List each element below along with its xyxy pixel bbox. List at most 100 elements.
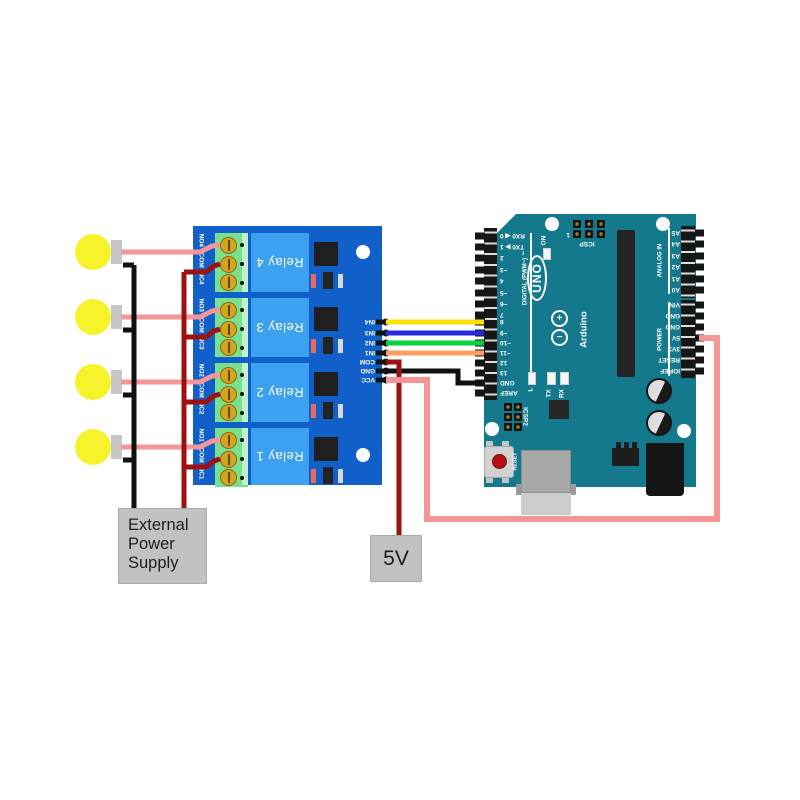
terminal-block-2-edge (242, 363, 248, 422)
relay-4-coil (314, 242, 338, 266)
pin-label-d10: ~10 (500, 339, 512, 346)
pin-label-gnd1: GND (665, 312, 680, 319)
icsp-pin (585, 220, 593, 228)
pin-label-ioref: IOREF (660, 367, 680, 374)
relay-4-part-gray (338, 274, 343, 288)
screw-nc2 (220, 404, 237, 421)
screw-no4 (220, 237, 237, 254)
led-4-base (111, 435, 122, 459)
relay-1-label: Relay 1 (256, 449, 304, 464)
arduino-brand: Arduino (578, 311, 590, 348)
screw-com1 (220, 451, 237, 468)
relay-2-part-black (323, 402, 333, 419)
digital-silk-line (530, 233, 532, 380)
logo-minus: − (556, 331, 563, 343)
l-led-label: L (527, 387, 535, 392)
relay-pin-label-vcc: VCC (361, 376, 375, 383)
terminal-label: NC3 (197, 336, 205, 350)
arduino-logo-minus-circle: − (551, 329, 568, 346)
arduino-right-pins (695, 229, 704, 375)
on-led (543, 248, 551, 260)
relay-4-part-black (323, 272, 333, 289)
icsp2-pin (504, 413, 512, 421)
led-4 (75, 429, 111, 465)
screw-no3 (220, 302, 237, 319)
relay-2-part-red (311, 404, 316, 418)
dot (240, 327, 244, 331)
pin-label-a0: A0 (671, 286, 680, 293)
relay-3-coil (314, 307, 338, 331)
external-power-supply-line3: Supply (128, 554, 179, 572)
icsp-pin (585, 230, 593, 238)
led-2 (75, 299, 111, 335)
pin-label-gnd2: GND (665, 323, 680, 330)
icsp2-pin (504, 403, 512, 411)
dot (240, 438, 244, 442)
reset-label: RESET (512, 452, 519, 471)
dot (240, 346, 244, 350)
relay-1-coil (314, 437, 338, 461)
power-group-label: POWER (657, 328, 664, 351)
power-jack (646, 443, 684, 496)
relay-2-body: Relay 2 (251, 363, 309, 422)
rx-led-label: RX (558, 388, 566, 399)
dot (240, 281, 244, 285)
rx-led (560, 372, 569, 385)
pin-label-d9: ~9 (500, 329, 508, 336)
on-label: ON (540, 235, 548, 246)
pin-label-3v3: 3V3 (668, 345, 680, 352)
pin-label-d12: 12 (500, 359, 508, 366)
led-1 (75, 234, 111, 270)
relay-mount-hole-top (356, 245, 370, 259)
voltage-regulator (612, 448, 639, 466)
pin-label-gnd: GND (500, 379, 515, 386)
terminal-block-4-edge (242, 233, 248, 292)
icsp2-label: ICSP2 (521, 407, 529, 426)
external-power-supply-line1: External (128, 516, 189, 534)
digital-header (484, 228, 497, 400)
arduino-mount-hole (485, 422, 499, 436)
pin-label-5v: 5V (672, 334, 680, 341)
screw-nc4 (220, 274, 237, 291)
wire-com-5v (386, 359, 402, 535)
icsp-pin (597, 230, 605, 238)
pin-label-a1: A1 (671, 275, 680, 282)
arduino-logo-plus-circle: + (551, 310, 568, 327)
power-header (681, 300, 695, 378)
power-silk-line (668, 302, 670, 376)
external-power-supply-box: External Power Supply (118, 508, 207, 584)
led-3-base (111, 370, 122, 394)
relay-3-part-red (311, 339, 316, 353)
relay-1-part-gray (338, 469, 343, 483)
relay-1-part-red (311, 469, 316, 483)
dot (240, 308, 244, 312)
atmega-chip (617, 230, 635, 377)
relay-pin-label-com: COM (359, 358, 375, 365)
relay-mount-hole-bottom (356, 448, 370, 462)
pin-label-d11: ~11 (500, 349, 511, 356)
capacitor-1 (646, 378, 672, 404)
analog-header (681, 226, 695, 298)
wire-supply-minus (123, 262, 137, 508)
dot (240, 262, 244, 266)
uno-tm: ™ (522, 251, 528, 256)
usb-connector-tip (521, 493, 571, 515)
led-3 (75, 364, 111, 400)
pin-label-vin: VIN (669, 301, 680, 308)
dot (240, 243, 244, 247)
pin-label-aref: AREF (500, 389, 518, 396)
arduino-mount-hole (677, 424, 691, 438)
pin-label-a4: A4 (671, 240, 680, 247)
tx-led-label: TX (545, 389, 553, 398)
screw-com4 (220, 256, 237, 273)
led-2-base (111, 305, 122, 329)
relay-pin-label-in1: IN1 (364, 349, 375, 356)
pin-label-reset: RESET (652, 356, 680, 363)
wire-gnd (386, 368, 484, 386)
analog-group-label: ANALOG IN (657, 243, 664, 278)
relay-pin-label-gnd: GND (360, 367, 375, 374)
icsp-pin1-label: 1 (566, 231, 570, 238)
analog-silk-line (668, 228, 670, 294)
relay-pin-label-in3: IN3 (364, 329, 375, 336)
